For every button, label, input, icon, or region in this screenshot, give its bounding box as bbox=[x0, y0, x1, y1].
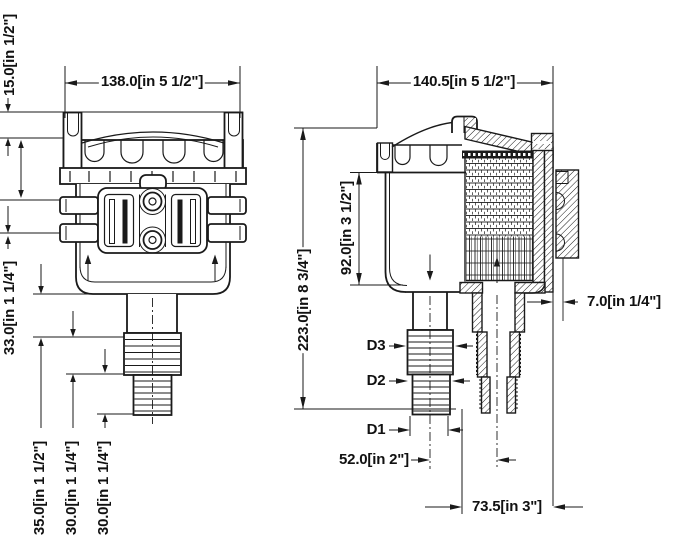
diameter-d1-label: D1 bbox=[364, 421, 388, 439]
inlet-flow-up-arrow-icon bbox=[493, 257, 501, 283]
inlet-pipe-section bbox=[471, 292, 526, 467]
mounting-flange bbox=[555, 169, 580, 259]
upper-barb-dimension-label: 30.0[in 1 1/4"] bbox=[63, 438, 81, 538]
strainer-basket bbox=[462, 149, 554, 293]
diameter-d3-label: D3 bbox=[364, 337, 388, 355]
front-width-dimension-label: 138.0[in 5 1/2"] bbox=[98, 73, 206, 91]
front-mounting-bracket bbox=[97, 174, 208, 254]
center-to-mount-dimension-label: 73.5[in 3"] bbox=[470, 498, 544, 516]
front-flow-up-arrow-icon-left bbox=[84, 254, 92, 281]
front-hose-barb bbox=[123, 294, 182, 424]
outlet-hose-barb bbox=[406, 292, 454, 469]
diameter-d2-label: D2 bbox=[364, 372, 388, 390]
section-width-dimension-label: 140.5[in 5 1/2"] bbox=[410, 73, 518, 91]
section-view-drawing bbox=[376, 115, 580, 469]
mount-gap-dimension-label: 7.0[in 1/4"] bbox=[585, 293, 663, 311]
front-view-drawing bbox=[59, 111, 247, 424]
dimension-annotations bbox=[0, 66, 583, 514]
front-flow-up-arrow-icon-right bbox=[211, 254, 219, 281]
port-distance-dimension-label: 52.0[in 2"] bbox=[337, 451, 411, 469]
outlet-flow-down-arrow-icon bbox=[426, 254, 434, 281]
body-height-dimension-label: 92.0[in 3 1/2"] bbox=[338, 178, 356, 278]
lid-height-dimension-label: 33.0[in 1 1/4"] bbox=[1, 258, 19, 358]
lower-barb-dimension-label: 30.0[in 1 1/4"] bbox=[95, 438, 113, 538]
section-body bbox=[384, 172, 546, 294]
overall-height-dimension-label: 223.0[in 8 3/4"] bbox=[295, 246, 313, 354]
ear-height-dimension-label: 15.0[in 1/2"] bbox=[1, 11, 19, 99]
front-hose-clamps bbox=[59, 196, 247, 243]
spigot-length-dimension-label: 35.0[in 1 1/2"] bbox=[31, 438, 49, 538]
